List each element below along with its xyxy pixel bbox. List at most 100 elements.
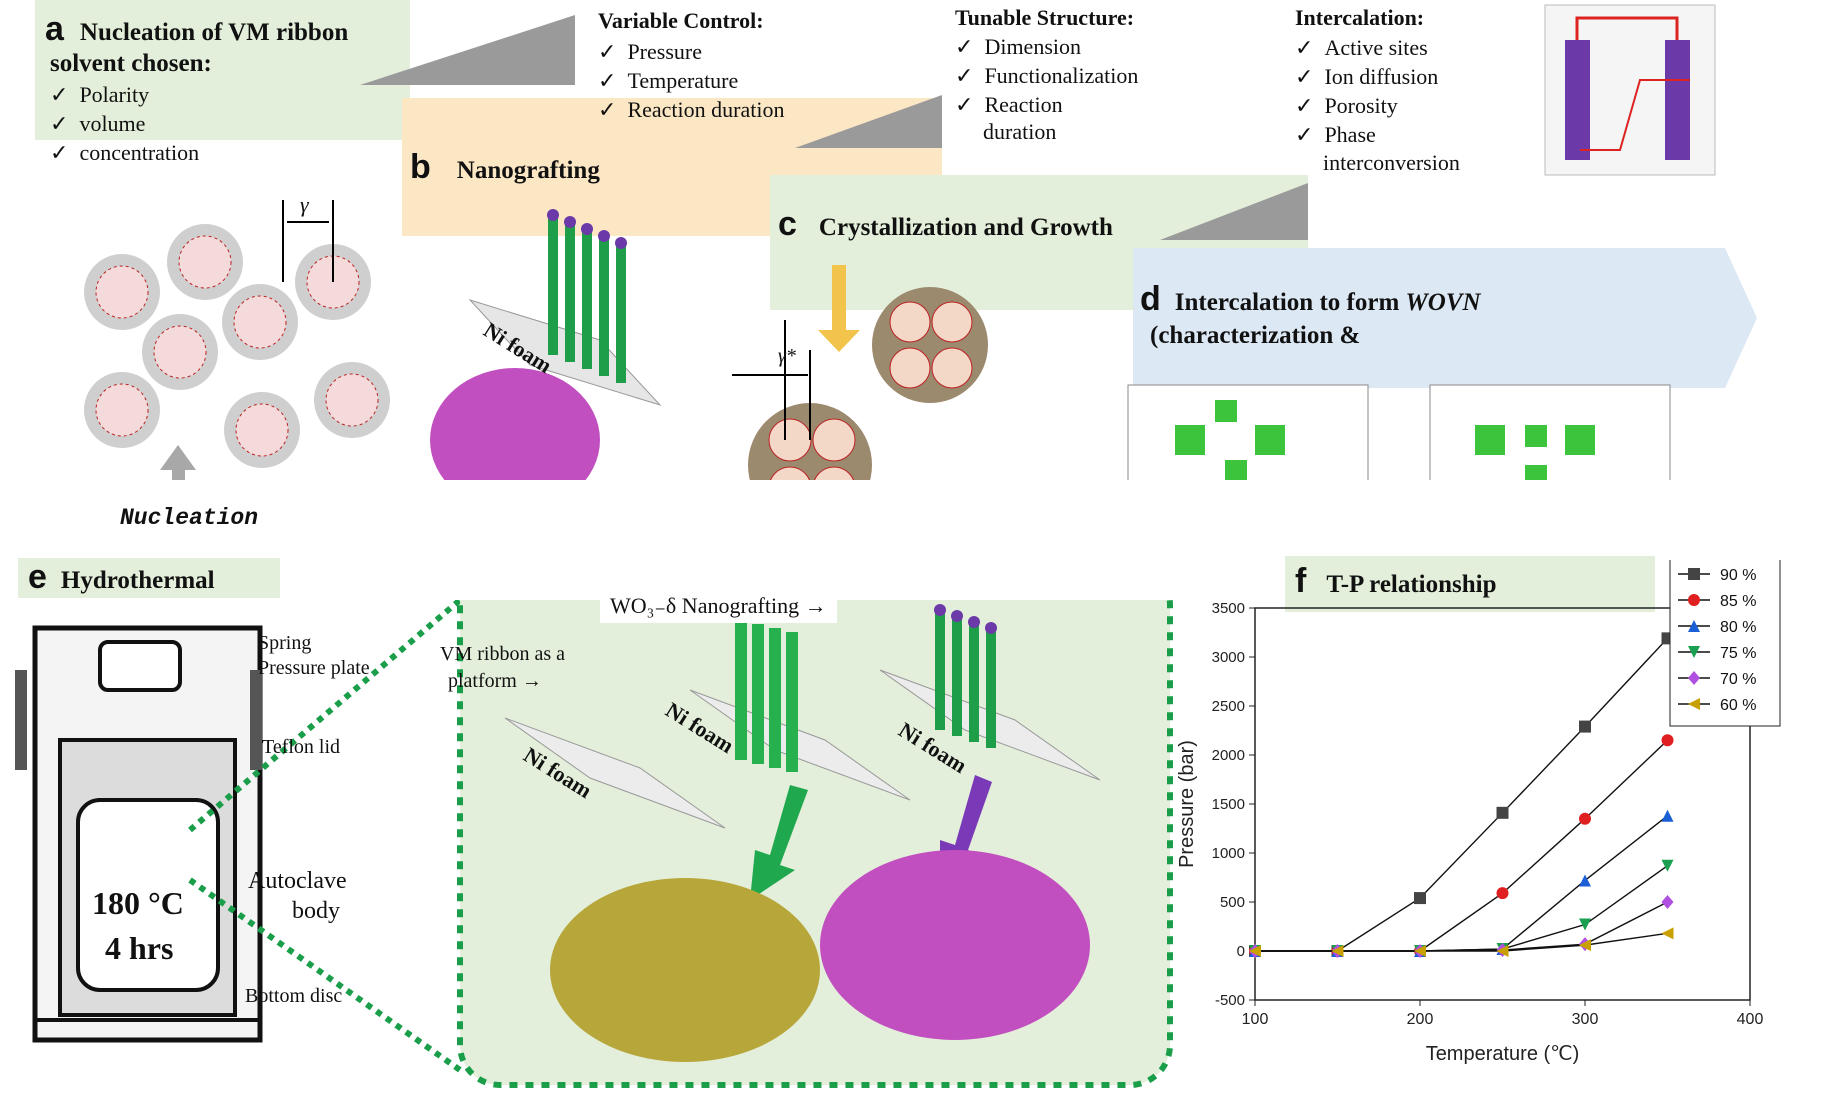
legend-label: 90 %	[1720, 567, 1756, 584]
legend-label: 80 %	[1720, 619, 1756, 636]
y-tick-label: 3500	[1212, 600, 1245, 617]
data-point	[1496, 887, 1509, 900]
crystal-cluster-bottom	[748, 403, 872, 480]
green-arrow	[750, 785, 808, 900]
gap-symbol-a: γ	[300, 192, 309, 217]
legend-label: 60 %	[1720, 697, 1756, 714]
variable-control-list: Pressure Temperature Reaction duration	[598, 37, 784, 124]
data-point	[1661, 859, 1674, 872]
panel-f-heading: f T-P relationship	[1295, 562, 1497, 601]
label-spring: Spring	[258, 632, 312, 654]
list-item: Reaction	[955, 90, 1138, 119]
data-point	[1249, 945, 1261, 957]
panel-d-title: Intercalation to form	[1174, 289, 1406, 316]
panel-e-letter: e	[28, 558, 47, 596]
panel-c-title: Crystallization and Growth	[818, 214, 1113, 241]
grafted-nanorods	[934, 604, 997, 748]
x-tick-label: 100	[1242, 1011, 1269, 1028]
data-point	[1661, 927, 1674, 940]
series-line	[1255, 739, 1668, 952]
series-line	[1255, 815, 1668, 952]
series-line	[1255, 637, 1669, 952]
panel-d-banner	[1133, 248, 1757, 388]
legend-label: 70 %	[1720, 671, 1756, 688]
autoclave-and-inset	[15, 600, 1173, 1088]
platform-label-1: VM ribbon as a	[440, 643, 565, 665]
data-point	[1579, 939, 1591, 952]
y-tick-label: 2500	[1212, 698, 1245, 715]
spring	[98, 640, 182, 692]
crystal-structure-2	[1429, 384, 1671, 480]
legend-box	[1669, 560, 1781, 727]
intercalation-item-cont: interconversion	[1323, 150, 1460, 175]
data-point	[1661, 809, 1674, 822]
list-item: Functionalization	[955, 61, 1138, 90]
panel-b-title: Nanografting	[456, 157, 600, 184]
crystal-cluster-top	[872, 287, 988, 403]
y-tick-label: 2000	[1212, 747, 1245, 764]
sem-image-yellow	[550, 878, 820, 1062]
list-item: volume	[50, 109, 199, 138]
list-item: Phase	[1295, 120, 1438, 149]
reaction-vessel	[76, 798, 220, 992]
handle-left	[15, 670, 27, 770]
data-point	[1414, 945, 1426, 957]
gap-symbol-c: γ*	[778, 345, 796, 367]
y-tick-label: 500	[1220, 894, 1245, 911]
nanografting-label: WO₃₋δ Nanografting →	[600, 589, 837, 623]
panel-a-heading: a Nucleation of VM ribbon	[45, 10, 348, 49]
list-item: Active sites	[1295, 33, 1438, 62]
x-tick-label: 200	[1407, 1011, 1434, 1028]
nucleation-label: Nucleation	[120, 505, 259, 531]
label-bottom-disc: Bottom disc	[245, 985, 343, 1007]
panel-c-letter: c	[778, 205, 797, 243]
panel-b-fold	[795, 95, 942, 148]
label-pressure-plate: Pressure plate	[258, 657, 370, 679]
legend-marker	[1688, 646, 1700, 658]
variable-control-title: Variable Control:	[598, 8, 764, 33]
list-item: Ion diffusion	[1295, 62, 1438, 91]
panel-a-subtitle: solvent chosen:	[50, 50, 212, 77]
data-point	[1579, 918, 1591, 931]
data-point	[1579, 812, 1591, 825]
ni-foam-plate-1	[504, 717, 726, 829]
tunable-title: Tunable Structure:	[955, 5, 1135, 30]
legend-label: 85 %	[1720, 593, 1756, 610]
legend-marker	[1688, 594, 1700, 606]
series-line	[1255, 865, 1668, 952]
list-item: Dimension	[955, 32, 1138, 61]
panel-d-letter: d	[1140, 280, 1161, 318]
panel-c-fold	[1160, 183, 1308, 240]
data-point	[1496, 806, 1509, 819]
handle-right	[250, 670, 262, 770]
label-teflon-lid: Teflon lid	[262, 736, 341, 758]
x-tick-label: 300	[1572, 1011, 1599, 1028]
legend-marker	[1688, 698, 1700, 710]
panel-e-banner	[18, 558, 280, 598]
panel-f-banner	[1285, 556, 1655, 612]
panel-e-title: Hydrothermal	[60, 567, 215, 594]
legend-marker	[1688, 568, 1700, 580]
panel-e-heading: e Hydrothermal	[28, 558, 215, 597]
y-axis-label: Pressure (bar)	[1176, 740, 1198, 868]
data-point	[1414, 892, 1426, 905]
sem-image-pink	[430, 368, 600, 480]
panel-a-list: Polarity volume concentration	[50, 80, 199, 167]
list-item: Porosity	[1295, 91, 1438, 120]
legend-marker	[1688, 620, 1700, 632]
top-banners	[35, 0, 1757, 480]
y-tick-label: -500	[1215, 992, 1245, 1009]
label-autoclave-body: body	[292, 898, 340, 924]
panel-f-title: T-P relationship	[1326, 571, 1497, 598]
intercalation-list: Active sites Ion diffusion Porosity Phas…	[1295, 33, 1438, 149]
legend-marker	[1688, 671, 1700, 685]
panel-d-heading: d Intercalation to form WOVN	[1140, 280, 1481, 319]
panel-a-title: Nucleation of VM ribbon	[79, 19, 349, 46]
panel-d-subtitle: (characterization &	[1150, 322, 1361, 349]
list-item: Polarity	[50, 80, 199, 109]
y-tick-label: 3000	[1212, 649, 1245, 666]
panel-f-letter: f	[1295, 562, 1307, 600]
x-axis-label: Temperature (℃)	[1426, 1043, 1580, 1065]
data-point	[1331, 945, 1344, 957]
nucleation-arrow	[160, 445, 196, 480]
